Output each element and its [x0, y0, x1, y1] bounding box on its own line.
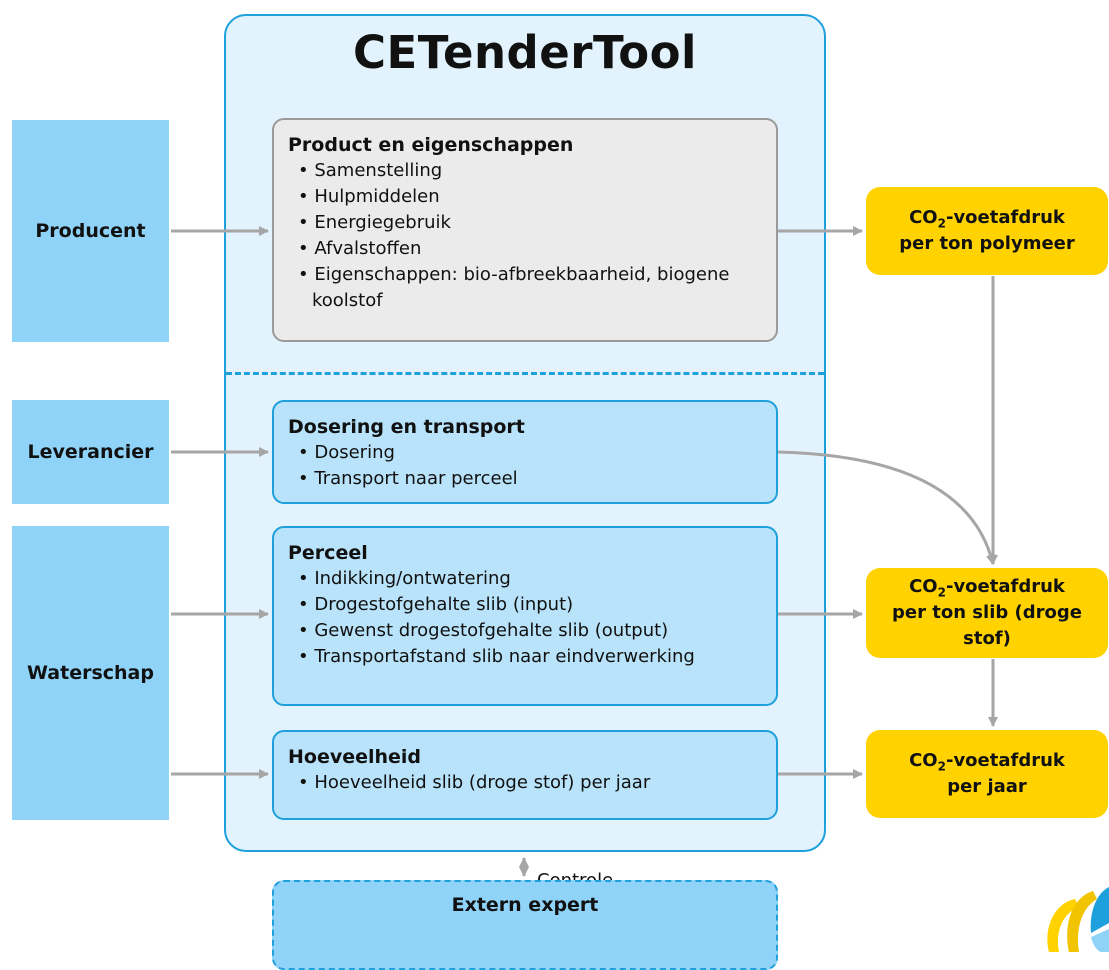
arrow-dosering-slib: [777, 450, 996, 565]
actor-waterschap: Waterschap: [12, 526, 169, 820]
product-box: Product en eigenschappen Samenstelling H…: [272, 118, 778, 342]
list-item: Hulpmiddelen: [298, 184, 762, 210]
product-box-list: Samenstelling Hulpmiddelen Energiegebrui…: [288, 158, 762, 314]
output-line2: per ton polymeer: [899, 233, 1075, 254]
dosering-box-list: Dosering Transport naar perceel: [288, 440, 762, 492]
list-item: Transportafstand slib naar eindverwerkin…: [298, 644, 762, 670]
logo-icon: [1047, 887, 1109, 952]
dosering-box-title: Dosering en transport: [288, 416, 525, 438]
list-item: Energiegebruik: [298, 210, 762, 236]
perceel-box-list: Indikking/ontwatering Drogestofgehalte s…: [288, 566, 762, 670]
dosering-box: Dosering en transport Dosering Transport…: [272, 400, 778, 504]
output-line1: CO2-voetafdruk: [909, 207, 1065, 231]
hoeveelheid-box: Hoeveelheid Hoeveelheid slib (droge stof…: [272, 730, 778, 820]
extern-expert-box: Extern expert: [272, 880, 778, 970]
output-co2-jaar: CO2-voetafdruk per jaar: [866, 730, 1108, 818]
list-item: Eigenschappen: bio-afbreekbaarheid, biog…: [298, 262, 762, 314]
actor-leverancier: Leverancier: [12, 400, 169, 504]
product-box-title: Product en eigenschappen: [288, 134, 574, 156]
list-item: Afvalstoffen: [298, 236, 762, 262]
extern-expert-label: Extern expert: [451, 894, 599, 916]
output-line1: CO2-voetafdruk: [909, 750, 1065, 774]
list-item: Drogestofgehalte slib (input): [298, 592, 762, 618]
perceel-box-title: Perceel: [288, 542, 368, 564]
list-item: Gewenst drogestofgehalte slib (output): [298, 618, 762, 644]
section-divider: [226, 372, 824, 375]
output-co2-polymeer: CO2-voetafdruk per ton polymeer: [866, 187, 1108, 275]
list-item: Dosering: [298, 440, 762, 466]
actor-waterschap-label: Waterschap: [27, 662, 154, 684]
actor-producent: Producent: [12, 120, 169, 342]
diagram-title: CETenderTool: [353, 26, 697, 79]
hoeveelheid-box-title: Hoeveelheid: [288, 746, 422, 768]
list-item: Indikking/ontwatering: [298, 566, 762, 592]
list-item: Hoeveelheid slib (droge stof) per jaar: [298, 770, 762, 796]
list-item: Samenstelling: [298, 158, 762, 184]
output-co2-slib: CO2-voetafdruk per ton slib (droge stof): [866, 568, 1108, 658]
output-line2: per ton slib (droge: [892, 602, 1082, 623]
output-line1: CO2-voetafdruk: [909, 576, 1065, 600]
output-line2: per jaar: [947, 776, 1027, 797]
actor-producent-label: Producent: [35, 220, 146, 242]
actor-leverancier-label: Leverancier: [27, 441, 154, 463]
output-line3: stof): [963, 628, 1011, 649]
list-item: Transport naar perceel: [298, 466, 762, 492]
hoeveelheid-box-list: Hoeveelheid slib (droge stof) per jaar: [288, 770, 762, 796]
perceel-box: Perceel Indikking/ontwatering Drogestofg…: [272, 526, 778, 706]
